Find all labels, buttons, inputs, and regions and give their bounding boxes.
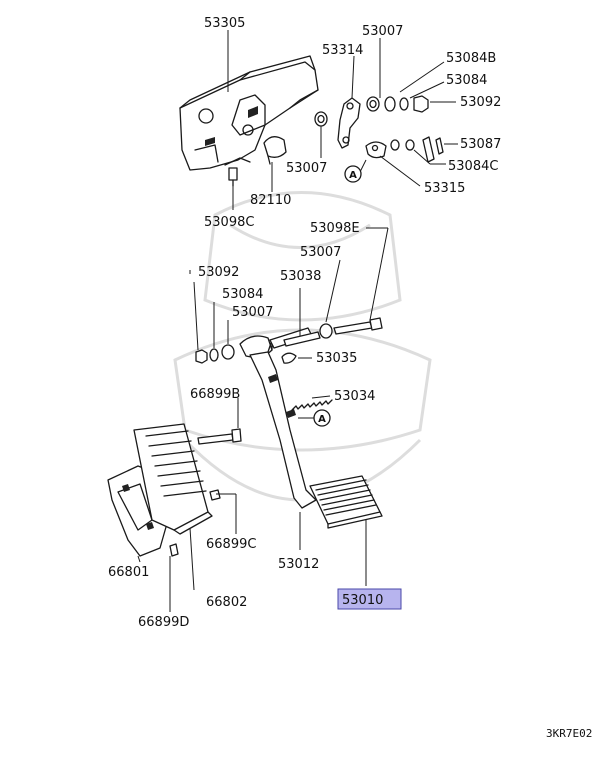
part-label[interactable]: 53092 xyxy=(198,265,239,280)
part-label[interactable]: 66802 xyxy=(206,595,247,610)
ref-marker-lower-label: A xyxy=(318,414,326,425)
part-label[interactable]: 53305 xyxy=(204,16,245,31)
part-label[interactable]: 53007 xyxy=(286,161,327,176)
part-label[interactable]: 53087 xyxy=(460,137,501,152)
highlighted-part-53010[interactable]: 53010 xyxy=(337,588,402,610)
part-label[interactable]: 66801 xyxy=(108,565,149,580)
part-label[interactable]: 53007 xyxy=(362,24,403,39)
part-label[interactable]: 66899D xyxy=(138,615,189,630)
pedal-hardware xyxy=(195,317,383,411)
accelerator-pedal xyxy=(107,423,242,557)
part-labels: 53305 53007 53314 53084B 53084 53092 530… xyxy=(108,16,501,630)
part-label[interactable]: 53084 xyxy=(222,287,263,302)
watermark-emblem xyxy=(173,191,432,502)
ref-marker-upper: A xyxy=(344,165,362,183)
part-label[interactable]: 66899B xyxy=(190,387,240,402)
part-label[interactable]: 53315 xyxy=(424,181,465,196)
brake-pedal-arm xyxy=(239,327,383,529)
part-label[interactable]: 53084C xyxy=(448,159,498,174)
part-label[interactable]: 53012 xyxy=(278,557,319,572)
ref-marker-lower: A xyxy=(298,409,331,427)
part-label[interactable]: 82110 xyxy=(250,193,291,208)
part-label[interactable]: 53007 xyxy=(232,305,273,320)
part-label[interactable]: 53084 xyxy=(446,73,487,88)
part-label[interactable]: 53092 xyxy=(460,95,501,110)
figure-code: 3KR7E02 xyxy=(546,727,592,740)
part-label[interactable]: 53098E xyxy=(310,221,360,236)
part-label[interactable]: 53098C xyxy=(204,215,254,230)
part-label[interactable]: 53007 xyxy=(300,245,341,260)
part-label[interactable]: 53084B xyxy=(446,51,496,66)
part-label[interactable]: 53034 xyxy=(334,389,375,404)
part-label[interactable]: 53314 xyxy=(322,43,363,58)
ref-marker-upper-label: A xyxy=(349,170,357,181)
highlight-box xyxy=(337,588,402,610)
part-label[interactable]: 66899C xyxy=(206,537,256,552)
pedal-bracket xyxy=(179,55,319,187)
highlighted-part-label[interactable]: 53010 xyxy=(342,593,383,608)
part-label[interactable]: 53038 xyxy=(280,269,321,284)
part-label[interactable]: 53035 xyxy=(316,351,357,366)
linkage-parts xyxy=(314,95,444,163)
